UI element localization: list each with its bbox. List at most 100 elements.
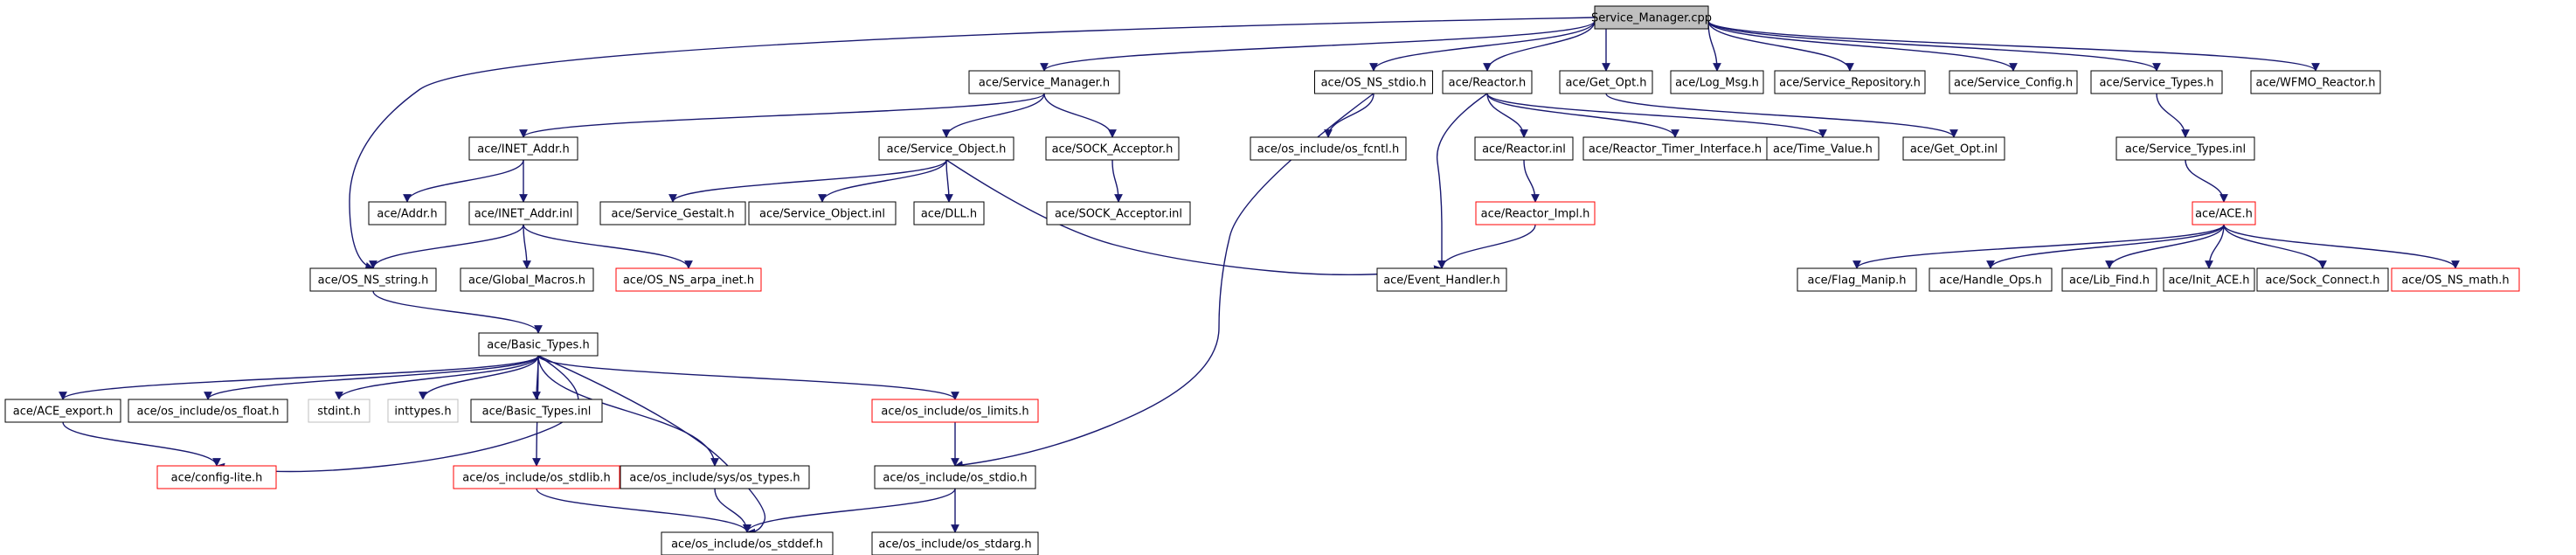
node-label: ace/Init_ACE.h [2168, 274, 2249, 288]
node-flag-manip-h[interactable]: ace/Flag_Manip.h [1797, 267, 1917, 292]
node-sock-connect-h[interactable]: ace/Sock_Connect.h [2256, 267, 2389, 292]
node-os-ns-math-h[interactable]: ace/OS_NS_math.h [2391, 267, 2520, 292]
node-basic-types-inl[interactable]: ace/Basic_Types.inl [470, 399, 603, 423]
edge-root-to-svc_repo_h [1707, 20, 1854, 72]
node-label: ace/Basic_Types.inl [482, 406, 592, 419]
node-box [871, 399, 1039, 423]
edge-root-to-os_ns_stdio_h [1369, 20, 1596, 72]
node-os-ns-string-h[interactable]: ace/OS_NS_string.h [309, 267, 437, 292]
node-box [2061, 267, 2157, 292]
node-os-ns-stdio-h[interactable]: ace/OS_NS_stdio.h [1314, 70, 1433, 94]
node-addr-h[interactable]: ace/Addr.h [368, 201, 447, 225]
node-config-lite-h[interactable]: ace/config-lite.h [156, 465, 277, 489]
node-sys-os-types-h[interactable]: ace/os_include/sys/os_types.h [620, 465, 810, 489]
node-box [2090, 70, 2223, 94]
node-log-msg-h[interactable]: ace/Log_Msg.h [1670, 70, 1764, 94]
node-label: ace/OS_NS_arpa_inet.h [623, 274, 754, 288]
node-svc-repo-h[interactable]: ace/Service_Repository.h [1774, 70, 1926, 94]
node-global-macros-h[interactable]: ace/Global_Macros.h [460, 267, 594, 292]
node-os-ns-arpa-inet-h[interactable]: ace/OS_NS_arpa_inet.h [615, 267, 762, 292]
node-inet-addr-h[interactable]: ace/INET_Addr.h [468, 136, 578, 161]
edge-os_stdio_h-to-os_stddef_h [743, 488, 956, 533]
edge-inet_addr_inl-to-global_macros_h [523, 224, 531, 269]
node-label: ace/WFMO_Reactor.h [2256, 77, 2376, 90]
edge-inet_addr_h-to-addr_h [403, 159, 524, 203]
edge-ace_h-to-os_ns_math_h [2223, 224, 2460, 269]
node-label: ace/os_include/os_stdlib.h [462, 472, 610, 485]
node-basic-types-h[interactable]: ace/Basic_Types.h [478, 332, 599, 357]
node-reactor-timer-h[interactable]: ace/Reactor_Timer_Interface.h [1582, 136, 1768, 161]
edge-reactor_h-to-reactor_timer_h [1486, 93, 1679, 138]
node-svcmgr-h[interactable]: ace/Service_Manager.h [968, 70, 1120, 94]
node-os-float-h[interactable]: ace/os_include/os_float.h [128, 399, 288, 423]
node-box [615, 267, 762, 292]
node-svc-config-h[interactable]: ace/Service_Config.h [1949, 70, 2078, 94]
node-os-limits-h[interactable]: ace/os_include/os_limits.h [871, 399, 1039, 423]
node-os-stdio-h[interactable]: ace/os_include/os_stdio.h [874, 465, 1036, 489]
node-os-stdarg-h[interactable]: ace/os_include/os_stdarg.h [871, 531, 1039, 555]
node-sock-acc-inl[interactable]: ace/SOCK_Acceptor.inl [1046, 201, 1191, 225]
edge-os_stdlib_h-to-os_stddef_h [536, 488, 751, 533]
node-box [128, 399, 288, 423]
node-handle-ops-h[interactable]: ace/Handle_Ops.h [1929, 267, 2053, 292]
node-inet-addr-inl[interactable]: ace/INET_Addr.inl [468, 201, 578, 225]
node-sock-acc-h[interactable]: ace/SOCK_Acceptor.h [1045, 136, 1180, 161]
edge-reactor_impl_h-to-event_handler_h [1437, 224, 1536, 269]
node-ace-export-h[interactable]: ace/ACE_export.h [4, 399, 121, 423]
edge-svc_obj_h-to-event_handler_h [945, 159, 1443, 276]
node-stdint-h[interactable]: stdint.h [308, 399, 370, 423]
node-svc-types-h[interactable]: ace/Service_Types.h [2090, 70, 2223, 94]
node-label: ace/Sock_Connect.h [2266, 274, 2380, 288]
node-reactor-h[interactable]: ace/Reactor.h [1442, 70, 1533, 94]
edge-svc_types_inl-to-ace_h [2185, 159, 2228, 203]
node-get-opt-inl[interactable]: ace/Get_Opt.inl [1902, 136, 2005, 161]
node-inttypes-h[interactable]: inttypes.h [387, 399, 459, 423]
node-lib-find-h[interactable]: ace/Lib_Find.h [2061, 267, 2157, 292]
edge-get_opt_h-to-get_opt_inl [1605, 93, 1958, 138]
edge-svc_obj_h-to-svc_gestalt_h [668, 159, 947, 203]
node-svc-gestalt-h[interactable]: ace/Service_Gestalt.h [599, 201, 746, 225]
node-box [1902, 136, 2005, 161]
node-label: ace/os_include/os_stddef.h [671, 538, 823, 552]
node-reactor-impl-h[interactable]: ace/Reactor_Impl.h [1475, 201, 1596, 225]
node-label: ace/Lib_Find.h [2069, 274, 2150, 288]
edge-basic_types_h-to-os_stddef_h [537, 355, 766, 538]
node-box [309, 267, 437, 292]
node-os-stdlib-h[interactable]: ace/os_include/os_stdlib.h [453, 465, 620, 489]
node-wfmo-h[interactable]: ace/WFMO_Reactor.h [2250, 70, 2381, 94]
node-label: ace/Reactor_Timer_Interface.h [1589, 143, 1762, 156]
node-svc-obj-h[interactable]: ace/Service_Object.h [878, 136, 1014, 161]
edge-svc_obj_h-to-svc_obj_inl [818, 159, 947, 203]
node-box [1766, 136, 1880, 161]
node-box [2116, 136, 2255, 161]
edge-reactor_h-to-reactor_inl [1486, 93, 1528, 138]
node-label: ace/INET_Addr.inl [474, 208, 573, 221]
node-svc-obj-inl[interactable]: ace/Service_Object.inl [748, 201, 897, 225]
node-label: inttypes.h [394, 406, 451, 419]
node-init-ace-h[interactable]: ace/Init_ACE.h [2163, 267, 2255, 292]
node-box [1475, 201, 1596, 225]
edge-root-to-os_ns_string_h [349, 17, 1596, 271]
node-box [453, 465, 620, 489]
node-box [2256, 267, 2389, 292]
node-reactor-inl[interactable]: ace/Reactor.inl [1474, 136, 1574, 161]
node-os-fcntl-h[interactable]: ace/os_include/os_fcntl.h [1250, 136, 1407, 161]
node-get-opt-h[interactable]: ace/Get_Opt.h [1559, 70, 1653, 94]
node-label: ace/os_include/os_fcntl.h [1257, 143, 1399, 156]
edge-sys_os_types_h-to-os_stddef_h [714, 488, 751, 533]
node-time-value-h[interactable]: ace/Time_Value.h [1766, 136, 1880, 161]
node-box [1774, 70, 1926, 94]
node-box [599, 201, 746, 225]
edge-svcmgr_h-to-inet_addr_h [519, 93, 1045, 138]
node-dll-h[interactable]: ace/DLL.h [913, 201, 985, 225]
node-label: ace/OS_NS_string.h [318, 274, 429, 288]
node-label: ace/ACE.h [2195, 208, 2253, 221]
node-label: ace/Get_Opt.h [1565, 77, 1646, 90]
node-os-stddef-h[interactable]: ace/os_include/os_stddef.h [661, 531, 834, 555]
node-box [470, 399, 603, 423]
node-box [2250, 70, 2381, 94]
node-event-handler-h[interactable]: ace/Event_Handler.h [1376, 267, 1507, 292]
node-label: ace/SOCK_Acceptor.inl [1055, 208, 1182, 221]
node-svc-types-inl[interactable]: ace/Service_Types.inl [2116, 136, 2255, 161]
node-ace-h[interactable]: ace/ACE.h [2192, 201, 2256, 225]
